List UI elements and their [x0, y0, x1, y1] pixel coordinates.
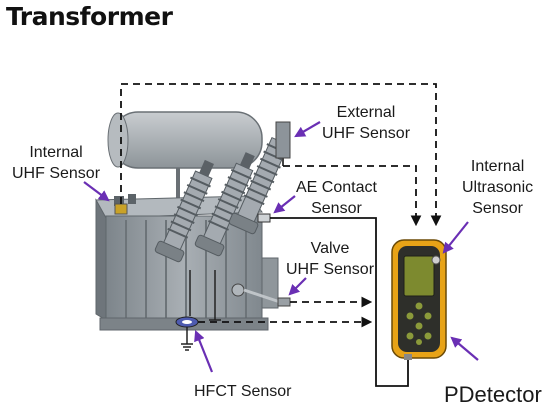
- label-external-uhf-sensor: External UHF Sensor: [322, 102, 410, 144]
- ultrasonic-sensor-tip: [431, 255, 441, 265]
- path-external-uhf: [283, 165, 422, 227]
- bushings: [154, 126, 291, 263]
- hfct-sensor: [175, 316, 199, 328]
- label-ultrasonic-line1: Internal: [470, 158, 525, 175]
- label-hfct-sensor: HFCT Sensor: [194, 383, 292, 400]
- conservator-tank: [111, 111, 263, 169]
- label-ae-contact-line1: AE Contact: [296, 179, 377, 196]
- external-uhf-sensor: [275, 121, 291, 166]
- pdetector-device: [391, 239, 447, 360]
- ae-contact-sensor: [257, 213, 271, 223]
- label-valve-uhf-line1: Valve: [310, 240, 350, 257]
- label-internal-uhf-line1: Internal: [29, 144, 83, 161]
- label-pdetector: PDetector: [444, 382, 542, 407]
- label-internal-ultrasonic-sensor: Internal Ultrasonic Sensor: [462, 156, 533, 219]
- label-ultrasonic-line3: Sensor: [472, 200, 523, 217]
- label-ae-contact-line2: Sensor: [311, 200, 362, 217]
- label-internal-uhf-line2: UHF Sensor: [12, 165, 101, 182]
- signal-paths: [120, 83, 442, 387]
- device-screen: [403, 255, 435, 297]
- page-title: Transformer: [6, 2, 173, 31]
- label-external-uhf-line2: UHF Sensor: [322, 125, 411, 142]
- label-valve-uhf-sensor: Valve UHF Sensor: [286, 238, 374, 280]
- label-valve-uhf-line2: UHF Sensor: [286, 261, 375, 278]
- path-ae-contact: [270, 217, 414, 387]
- tank-front: [95, 198, 107, 321]
- ground-connections: [181, 270, 221, 351]
- label-internal-uhf-sensor: Internal UHF Sensor: [12, 142, 100, 184]
- label-ae-contact-sensor: AE Contact Sensor: [296, 177, 377, 219]
- path-internal-uhf: [120, 83, 442, 227]
- label-ultrasonic-line2: Ultrasonic: [462, 179, 534, 196]
- internal-uhf-sensor-marker: [114, 203, 128, 215]
- bushing-left: [154, 159, 214, 263]
- label-external-uhf-line1: External: [336, 104, 396, 121]
- bushing-middle: [194, 152, 255, 257]
- pointer-arrows: [83, 121, 479, 373]
